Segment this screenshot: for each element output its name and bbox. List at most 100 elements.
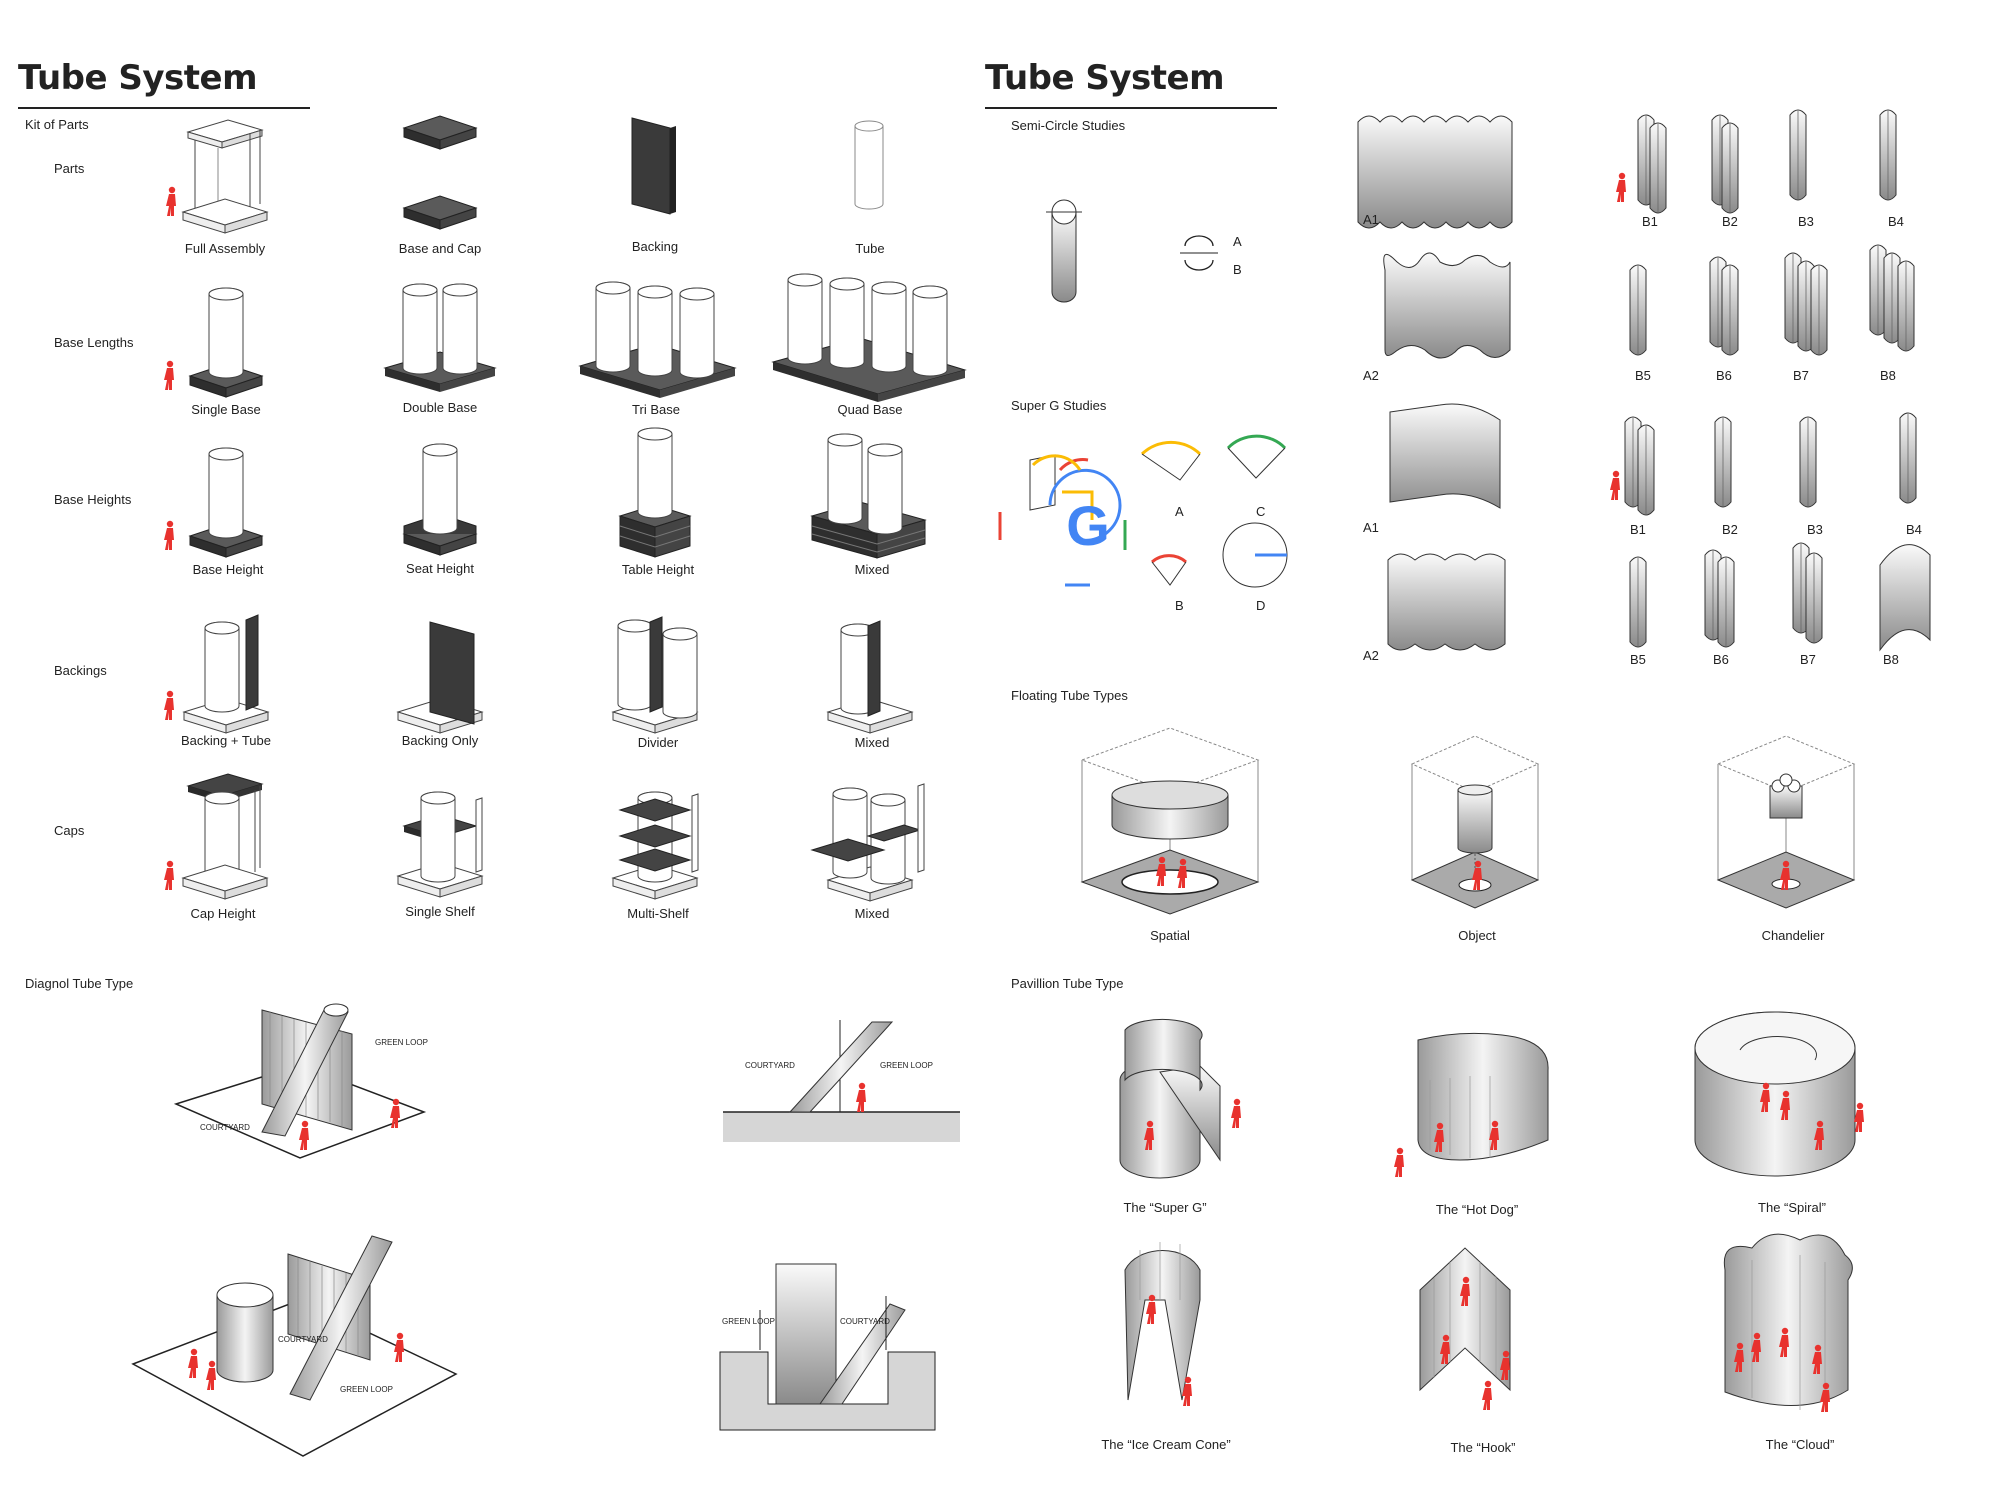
mixed-caps-drawing [810, 783, 925, 902]
caption-super-g: The “Super G” [1123, 1200, 1207, 1215]
caption-cap-height: Cap Height [190, 906, 256, 921]
b-top-label-5: B5 [1635, 368, 1651, 383]
pavillion-super-g [1119, 1018, 1241, 1179]
caption-table-height: Table Height [621, 562, 695, 577]
diagonal-section-2 [719, 1263, 936, 1431]
caption-hook: The “Hook” [1450, 1440, 1516, 1455]
super-g-a [1140, 440, 1202, 481]
double-base-drawing [383, 283, 497, 392]
b-bottom-label-5: B5 [1630, 652, 1646, 667]
a-label-3: A1 [1363, 520, 1379, 535]
pavillion-hook [1419, 1247, 1511, 1410]
mixed-backing-drawing [827, 620, 913, 734]
label-green-loop-3: GREEN LOOP [340, 1385, 393, 1394]
a-label-2: A2 [1363, 368, 1379, 383]
b-top-label-7: B7 [1793, 368, 1809, 383]
backing-drawing [631, 117, 676, 215]
row-label-backings: Backings [54, 663, 107, 678]
caption-multi-shelf: Multi-Shelf [627, 906, 689, 921]
row-label-caps: Caps [54, 823, 85, 838]
quad-base-drawing [771, 273, 967, 402]
semi-circle-tube [1046, 199, 1082, 303]
super-g-d [1222, 522, 1288, 588]
b-bottom-label-1: B1 [1630, 522, 1646, 537]
b-strips-top [1616, 109, 1915, 356]
pavillion-ice-cream-cone [1124, 1242, 1201, 1406]
wavy-a2-bottom [1387, 553, 1506, 651]
diagonal-section-1 [723, 1020, 960, 1142]
caption-mixed-caps: Mixed [854, 906, 890, 921]
b-bottom-label-4: B4 [1906, 522, 1922, 537]
b-top-label-8: B8 [1880, 368, 1896, 383]
floating-chandelier [1716, 735, 1856, 909]
label-green-loop-2: GREEN LOOP [880, 1061, 933, 1070]
cap-height-drawing [164, 773, 268, 900]
row-label-base-lengths: Base Lengths [54, 335, 134, 350]
right-title-rule [985, 107, 1277, 109]
tri-base-drawing [578, 281, 737, 398]
single-shelf-drawing [397, 791, 483, 898]
b-top-label-2: B2 [1722, 214, 1738, 229]
table-height-drawing [618, 427, 692, 558]
seat-height-drawing [403, 443, 477, 556]
floating-heading: Floating Tube Types [1011, 688, 1128, 703]
label-courtyard-2: COURTYARD [745, 1061, 795, 1070]
wavy-a2-top [1383, 252, 1511, 359]
caption-hot-dog: The “Hot Dog” [1435, 1202, 1519, 1217]
caption-tri-base: Tri Base [632, 402, 680, 417]
caption-backing: Backing [631, 239, 679, 254]
semi-circle-heading: Semi-Circle Studies [1011, 118, 1126, 133]
caption-mixed-height: Mixed [854, 562, 890, 577]
label-green-loop-4: GREEN LOOP [722, 1317, 775, 1326]
floating-spatial [1080, 727, 1260, 915]
caption-divider: Divider [637, 735, 679, 750]
pavillion-heading: Pavillion Tube Type [1011, 976, 1124, 991]
super-g-letter-b: B [1175, 598, 1184, 613]
pavillion-spiral [1694, 1011, 1864, 1177]
caption-single-base: Single Base [191, 402, 261, 417]
b-strips-bottom [1610, 412, 1931, 652]
caption-seat-height: Seat Height [406, 561, 474, 576]
diagonal-plan-2 [131, 1235, 458, 1457]
caption-full-assembly: Full Assembly [184, 241, 266, 256]
a-label-4: A2 [1363, 648, 1379, 663]
b-top-label-6: B6 [1716, 368, 1732, 383]
diagonal-plan-1 [173, 1003, 427, 1159]
super-g-letter-d: D [1256, 598, 1266, 613]
tube-drawing [854, 120, 884, 210]
backing-only-drawing [397, 621, 483, 734]
caption-single-shelf: Single Shelf [405, 904, 475, 919]
b-top-label-4: B4 [1888, 214, 1904, 229]
super-g-letter-a: A [1175, 504, 1184, 519]
row-label-base-heights: Base Heights [54, 492, 132, 507]
super-g-logo: G [998, 454, 1127, 587]
caption-spatial: Spatial [1150, 928, 1190, 943]
divider-drawing [612, 616, 698, 734]
left-title-rule [18, 107, 310, 109]
right-title: Tube System [985, 58, 1225, 98]
caption-cloud: The “Cloud” [1765, 1437, 1835, 1452]
b-bottom-label-3: B3 [1807, 522, 1823, 537]
b-bottom-label-6: B6 [1713, 652, 1729, 667]
svg-text:G: G [1066, 494, 1110, 557]
label-courtyard-4: COURTYARD [840, 1317, 890, 1326]
caption-spiral: The “Spiral” [1758, 1200, 1826, 1215]
b-top-label-1: B1 [1642, 214, 1658, 229]
pavillion-cloud [1723, 1233, 1853, 1412]
caption-base-and-cap: Base and Cap [398, 241, 482, 256]
caption-base-height: Base Height [192, 562, 264, 577]
caption-mixed-backing: Mixed [854, 735, 890, 750]
full-assembly-drawing [166, 119, 268, 234]
base-height-drawing [164, 447, 263, 558]
pavillion-hot-dog [1394, 1032, 1549, 1177]
super-g-letter-c: C [1256, 504, 1266, 519]
caption-tube: Tube [855, 241, 885, 256]
left-title: Tube System [18, 58, 258, 98]
multi-shelf-drawing [612, 791, 699, 900]
a-label-1: A1 [1363, 212, 1379, 227]
label-courtyard-3: COURTYARD [278, 1335, 328, 1344]
b-bottom-label-8: B8 [1883, 652, 1899, 667]
semi-letter-b: B [1233, 262, 1242, 277]
diagonal-heading: Diagnol Tube Type [25, 976, 134, 991]
label-courtyard-1: COURTYARD [200, 1123, 250, 1132]
